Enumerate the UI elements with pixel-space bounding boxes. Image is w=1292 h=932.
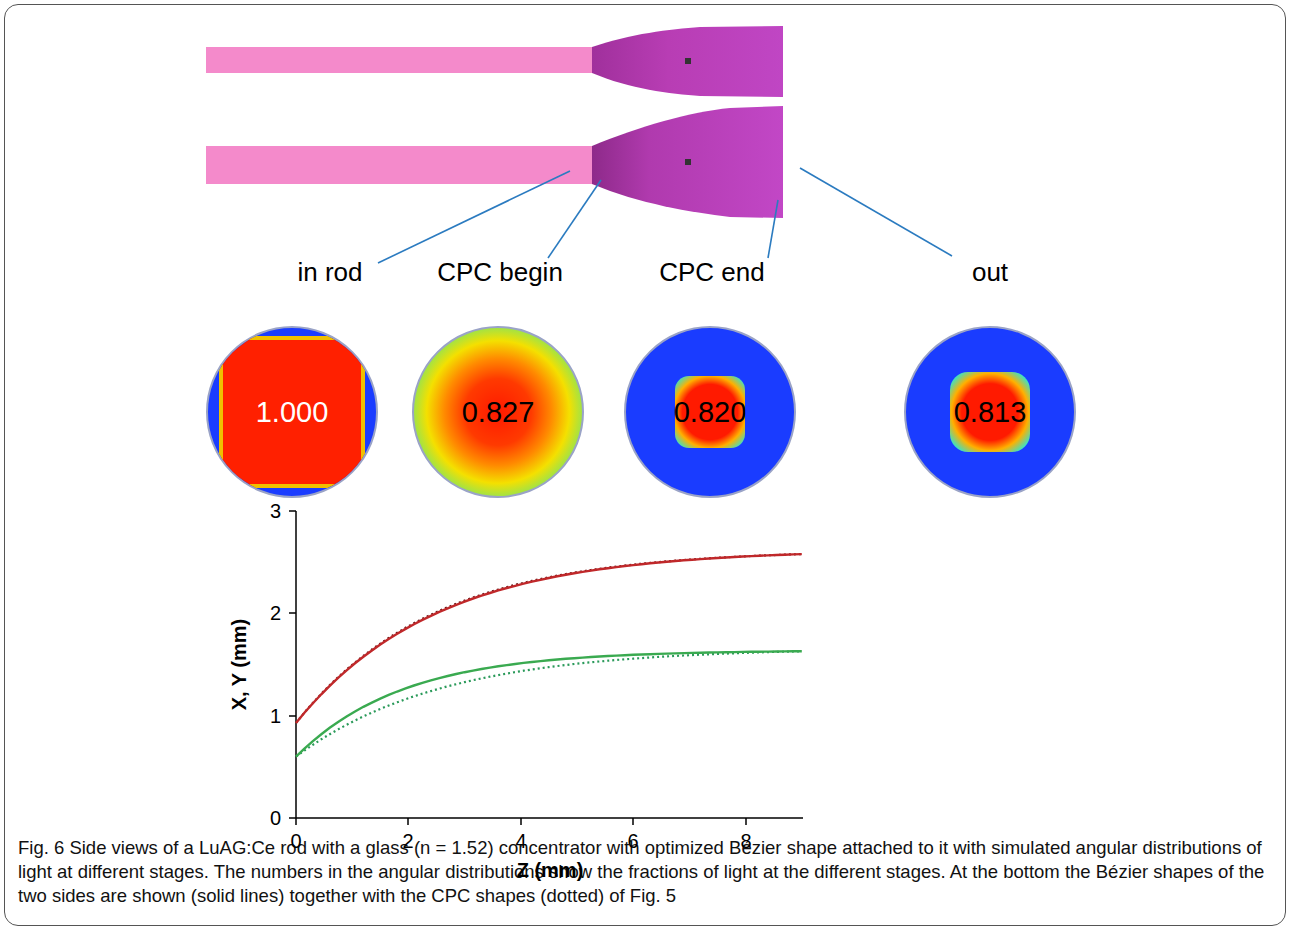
curve bbox=[296, 554, 802, 723]
bezier-curves bbox=[296, 554, 802, 757]
rod bbox=[206, 47, 594, 73]
axis-title: X, Y (mm) bbox=[228, 618, 251, 710]
axis-tick: 1 bbox=[270, 705, 281, 728]
stage-label: CPC end bbox=[659, 257, 765, 288]
angular-distribution: 0.820 bbox=[624, 326, 796, 498]
concentrator bbox=[592, 106, 783, 218]
fraction-value: 1.000 bbox=[256, 396, 329, 429]
axis-tick: 4 bbox=[515, 830, 526, 853]
chart-axes bbox=[289, 511, 803, 825]
angular-distribution: 1.000 bbox=[206, 326, 378, 498]
fraction-value: 0.820 bbox=[674, 396, 747, 429]
curve bbox=[296, 554, 802, 723]
axis-tick: 0 bbox=[270, 807, 281, 830]
axis-tick: 0 bbox=[290, 830, 301, 853]
angular-distribution: 0.827 bbox=[412, 326, 584, 498]
axis-tick: 3 bbox=[270, 500, 281, 523]
axis-tick: 2 bbox=[402, 830, 413, 853]
fraction-value: 0.813 bbox=[954, 396, 1027, 429]
concentrator bbox=[592, 26, 783, 97]
fraction-value: 0.827 bbox=[462, 396, 535, 429]
leader-lines bbox=[378, 168, 952, 263]
rod bbox=[206, 146, 594, 184]
stage-label: in rod bbox=[297, 257, 362, 288]
axis-tick: 2 bbox=[270, 602, 281, 625]
curve bbox=[296, 651, 802, 756]
stage-label: CPC begin bbox=[437, 257, 563, 288]
angular-distribution: 0.813 bbox=[904, 326, 1076, 498]
figure-caption: Fig. 6 Side views of a LuAG:Ce rod with … bbox=[18, 836, 1276, 908]
axis-title: Z (mm) bbox=[517, 859, 584, 882]
axis-tick: 8 bbox=[740, 830, 751, 853]
curve bbox=[296, 651, 802, 756]
stage-label: out bbox=[972, 257, 1008, 288]
axis-tick: 6 bbox=[627, 830, 638, 853]
